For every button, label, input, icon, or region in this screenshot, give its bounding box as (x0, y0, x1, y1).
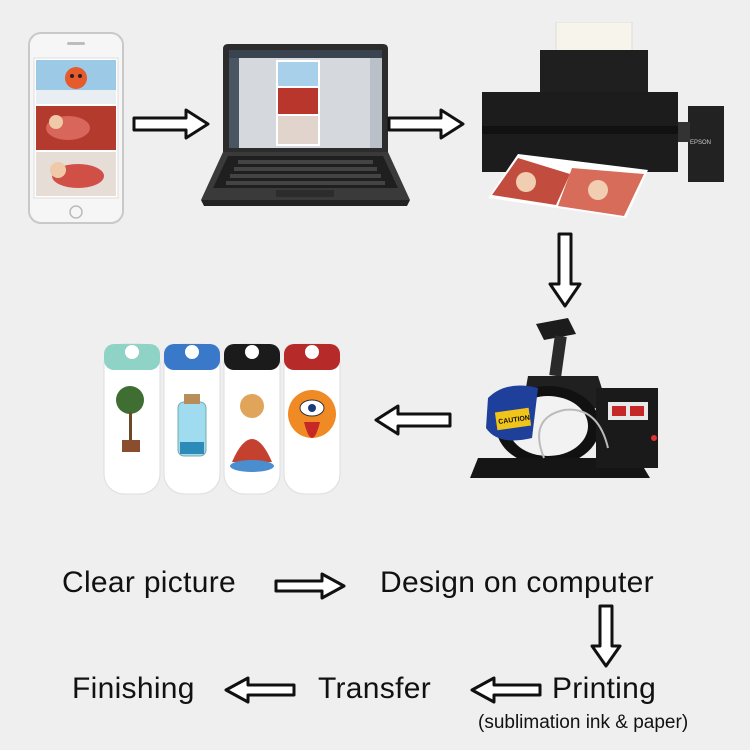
step-label-clear-picture: Clear picture (62, 566, 236, 599)
arrow-left-text-1 (468, 674, 544, 706)
arrow-right-2 (385, 106, 467, 142)
arrow-right-icon (274, 572, 346, 600)
arrow-down-icon (590, 604, 622, 668)
arrow-left-icon (374, 404, 452, 436)
arrow-down-icon (548, 232, 582, 308)
step-sublabel-printing: (sublimation ink & paper) (478, 712, 689, 733)
laptop-icon (201, 44, 410, 206)
bottles-image (100, 330, 350, 500)
heat-press-image: CAUTION (468, 318, 678, 488)
arrow-left-icon (470, 676, 542, 704)
smartphone-icon (28, 32, 124, 224)
arrow-left-icon (224, 676, 296, 704)
arrow-right-icon (387, 108, 465, 140)
arrow-down-text-1 (588, 602, 624, 670)
step-label-printing: Printing (552, 672, 657, 705)
laptop-image (198, 40, 413, 210)
arrow-right-text-1 (272, 570, 348, 602)
arrow-down-1 (545, 230, 585, 310)
arrow-right-1 (130, 106, 212, 142)
printer-image: EPSON (478, 22, 728, 222)
mug-heat-press-icon: CAUTION (470, 318, 658, 478)
step-label-finishing: Finishing (72, 672, 195, 705)
smartphone-image (28, 32, 124, 224)
arrow-left-text-2 (222, 674, 298, 706)
arrow-right-icon (132, 108, 210, 140)
printer-brand: EPSON (690, 140, 711, 146)
caution-sticker: CAUTION (498, 415, 531, 426)
printed-bottles-icon (103, 343, 341, 495)
arrow-left-1 (372, 402, 454, 438)
step-label-design-on-computer: Design on computer (380, 566, 654, 599)
step-label-transfer: Transfer (318, 672, 431, 705)
printer-icon: EPSON (482, 22, 724, 218)
